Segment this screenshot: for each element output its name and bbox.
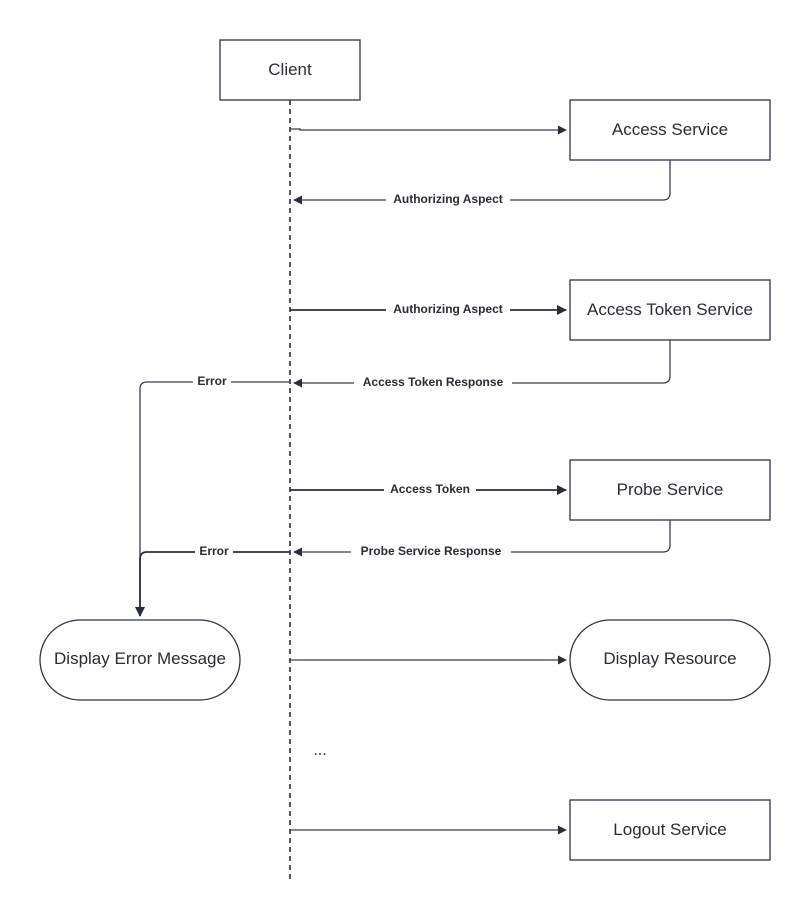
edge-label-error-2: Error: [195, 543, 233, 559]
display-resource-label: Display Resource: [603, 649, 736, 668]
display-error-message-label: Display Error Message: [54, 649, 226, 668]
arrow-access-token-service-to-client[interactable]: [293, 340, 671, 388]
edge-label-authorizing-aspect-return: Authorizing Aspect: [386, 191, 510, 207]
svg-text:Error: Error: [197, 374, 227, 388]
ellipsis-text: ...: [313, 742, 326, 759]
client-node[interactable]: Client: [219, 39, 361, 101]
svg-text:Probe Service Response: Probe Service Response: [361, 544, 502, 558]
svg-text:Authorizing Aspect: Authorizing Aspect: [393, 302, 503, 316]
arrow-error-2[interactable]: [135, 551, 290, 617]
svg-text:Error: Error: [199, 544, 229, 558]
display-resource-node[interactable]: Display Resource: [569, 619, 771, 701]
access-service-node[interactable]: Access Service: [569, 99, 771, 161]
svg-text:Access Token Response: Access Token Response: [363, 375, 504, 389]
logout-service-node[interactable]: Logout Service: [569, 799, 771, 861]
access-token-service-label: Access Token Service: [587, 300, 753, 319]
edge-label-access-token-response: Access Token Response: [354, 374, 512, 390]
arrow-access-service-to-client[interactable]: [293, 160, 671, 205]
svg-text:Authorizing Aspect: Authorizing Aspect: [393, 192, 503, 206]
edge-label-probe-service-response: Probe Service Response: [351, 543, 511, 559]
svg-text:Access Token: Access Token: [390, 482, 470, 496]
access-service-label: Access Service: [612, 120, 728, 139]
arrow-probe-service-to-client[interactable]: [293, 520, 671, 557]
probe-service-label: Probe Service: [617, 480, 724, 499]
edge-label-error-1: Error: [193, 373, 231, 389]
probe-service-node[interactable]: Probe Service: [569, 459, 771, 521]
client-label: Client: [268, 60, 312, 79]
arrow-error-1[interactable]: [139, 381, 290, 616]
edge-label-authorizing-aspect-request: Authorizing Aspect: [386, 301, 510, 317]
edge-label-access-token: Access Token: [384, 481, 476, 497]
logout-service-label: Logout Service: [613, 820, 726, 839]
display-error-message-node[interactable]: Display Error Message: [39, 619, 241, 701]
access-token-service-node[interactable]: Access Token Service: [569, 279, 771, 341]
arrow-client-to-access-service[interactable]: [290, 125, 567, 135]
